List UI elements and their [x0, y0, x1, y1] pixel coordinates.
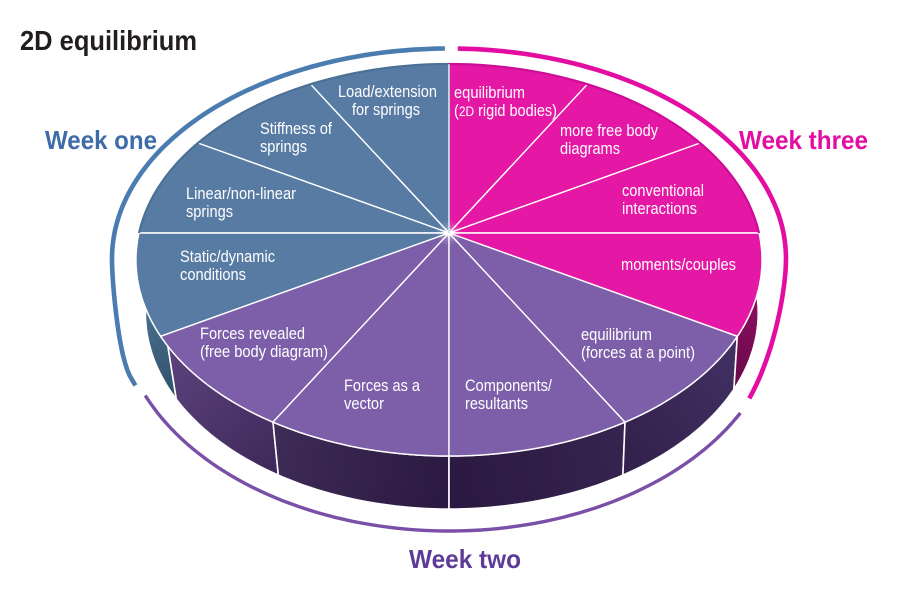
svg-text:Stiffness of: Stiffness of	[260, 119, 332, 138]
svg-text:springs: springs	[186, 202, 233, 221]
svg-text:conventional: conventional	[622, 181, 704, 200]
svg-text:springs: springs	[260, 137, 307, 156]
svg-text:(free body diagram): (free body diagram)	[200, 342, 328, 361]
svg-text:equilibrium: equilibrium	[454, 83, 525, 102]
svg-text:Week one: Week one	[45, 125, 157, 155]
svg-text:Load/extension: Load/extension	[338, 82, 437, 101]
svg-text:Forces as a: Forces as a	[344, 376, 420, 395]
svg-text:vector: vector	[344, 394, 384, 413]
svg-text:Week three: Week three	[739, 125, 868, 155]
svg-text:for springs: for springs	[352, 100, 420, 119]
svg-text:equilibrium: equilibrium	[581, 325, 652, 344]
svg-text:Week two: Week two	[409, 544, 521, 574]
svg-text:moments/couples: moments/couples	[621, 255, 736, 274]
svg-text:resultants: resultants	[465, 394, 528, 413]
svg-text:conditions: conditions	[180, 265, 246, 284]
svg-text:2D equilibrium: 2D equilibrium	[20, 25, 197, 56]
svg-text:(2D rigid bodies): (2D rigid bodies)	[454, 101, 557, 120]
svg-text:more free body: more free body	[560, 121, 658, 140]
svg-text:(forces at a point): (forces at a point)	[581, 343, 695, 362]
svg-text:Static/dynamic: Static/dynamic	[180, 247, 275, 266]
svg-text:interactions: interactions	[622, 199, 697, 218]
svg-text:Forces revealed: Forces revealed	[200, 324, 305, 343]
svg-text:diagrams: diagrams	[560, 139, 620, 158]
svg-text:Linear/non-linear: Linear/non-linear	[186, 184, 296, 203]
svg-text:Components/: Components/	[465, 376, 552, 395]
